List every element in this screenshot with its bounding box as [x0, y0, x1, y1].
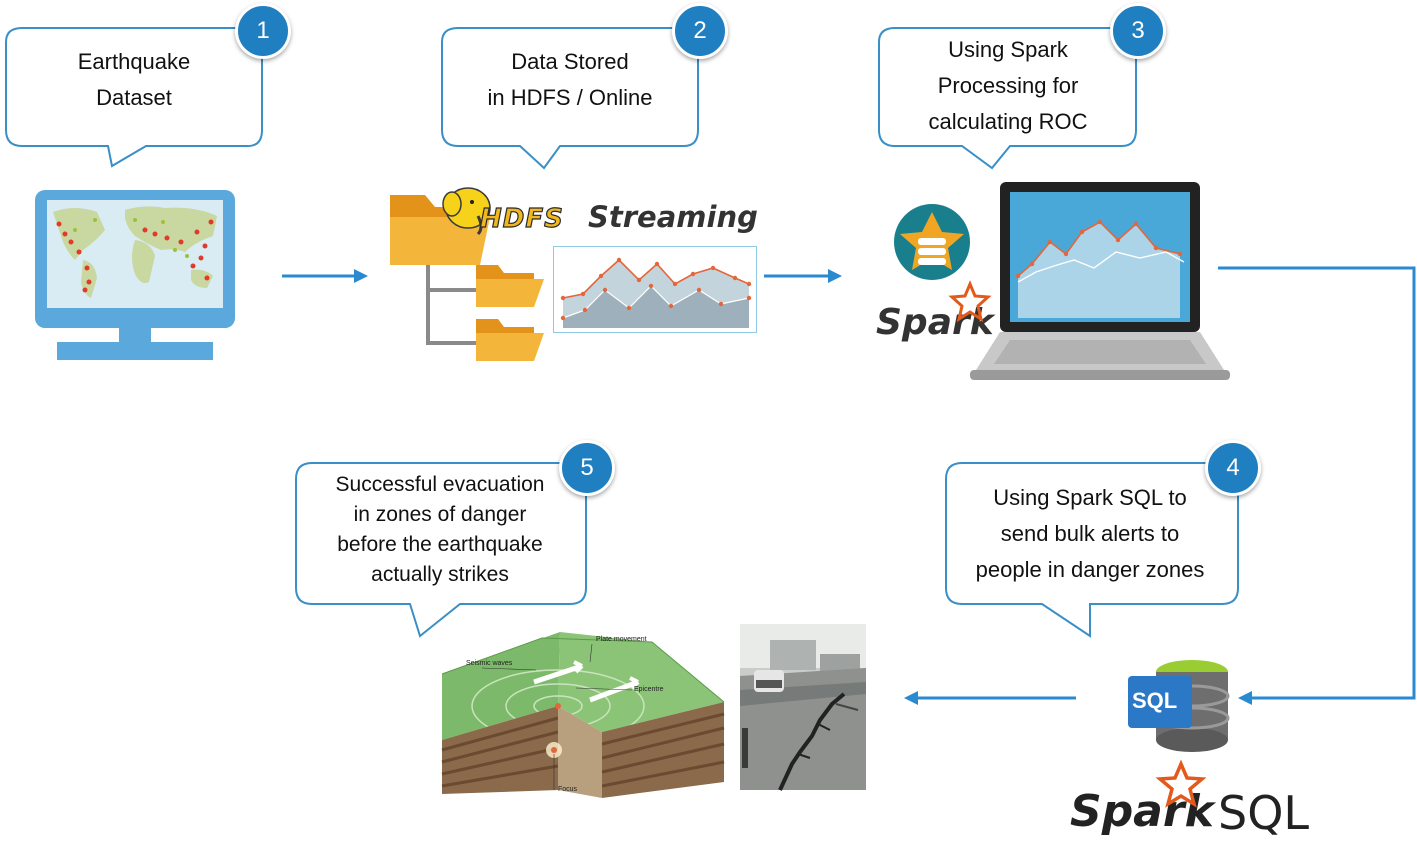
arrow-3-to-4: [1218, 266, 1416, 700]
bubble-4-line-1: Using Spark SQL to: [993, 485, 1187, 510]
step-3-badge: 3: [1110, 3, 1166, 59]
bubble-4-text: Using Spark SQL to send bulk alerts to p…: [950, 480, 1230, 588]
monitor-icon: [35, 190, 235, 360]
streaming-label: Streaming: [588, 200, 758, 234]
bubble-1-line-2: Dataset: [96, 85, 172, 110]
cracked-road-photo: [740, 624, 866, 791]
bubble-3-line-2: Processing for: [937, 73, 1079, 98]
spark-streaming-logo-icon: [894, 204, 970, 280]
bubble-4-line-2: send bulk alerts to: [1000, 521, 1180, 546]
folder-tree-icon: [390, 195, 544, 361]
label-focus: Focus: [558, 786, 578, 793]
bubble-3-text: Using Spark Processing for calculating R…: [893, 32, 1123, 140]
sql-cylinder-label: SQL: [1132, 688, 1178, 713]
bubble-4-line-3: people in danger zones: [975, 557, 1205, 582]
bubble-3-line-3: calculating ROC: [928, 109, 1088, 134]
spark-sql-star-icon: [1155, 759, 1207, 808]
earthquake-fault-diagram: [441, 632, 725, 798]
hdfs-logo-text: HDFS: [479, 203, 564, 234]
spark-logo-text: Spark: [876, 302, 994, 343]
label-plate-movement: Plate movement: [596, 636, 647, 643]
step-5-badge: 5: [559, 440, 615, 496]
laptop-icon: [970, 182, 1230, 380]
bubble-5-line-3: before the earthquake: [337, 533, 543, 556]
sql-database-icon: [1128, 660, 1230, 752]
bubble-5-line-4: actually strikes: [371, 563, 509, 586]
spark-star-icon: [948, 280, 992, 323]
label-epicentre: Epicentre: [634, 686, 664, 693]
bubble-5-line-1: Successful evacuation: [335, 473, 545, 496]
step-2-badge: 2: [672, 3, 728, 59]
bubble-5-line-2: in zones of danger: [353, 503, 527, 526]
label-seismic-waves: Seismic waves: [466, 660, 513, 667]
bubble-2-line-2: in HDFS / Online: [487, 85, 653, 110]
spark-sql-sql-text: SQL: [1218, 786, 1310, 840]
hadoop-elephant-icon: [442, 187, 491, 236]
bubble-2-text: Data Stored in HDFS / Online: [456, 44, 684, 116]
bubble-1-text: Earthquake Dataset: [20, 44, 248, 116]
bubble-2-line-1: Data Stored: [511, 49, 629, 74]
streaming-chart-icon: [553, 246, 757, 333]
bubble-5-text: Successful evacuation in zones of danger…: [300, 470, 580, 590]
step-1-badge: 1: [235, 3, 291, 59]
bubble-3-line-1: Using Spark: [948, 37, 1068, 62]
step-4-badge: 4: [1205, 440, 1261, 496]
bubble-1-line-1: Earthquake: [77, 49, 191, 74]
